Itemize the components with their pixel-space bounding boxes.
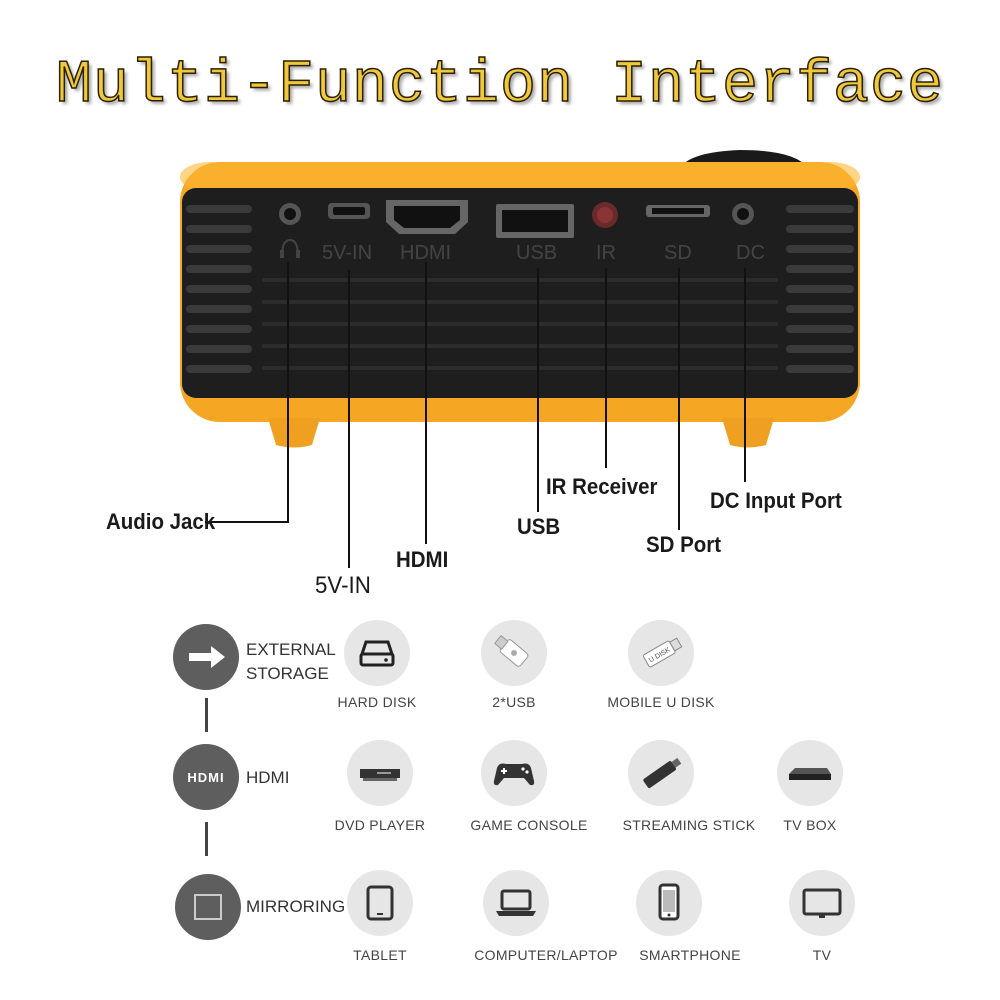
callout-hdmi: HDMI [396,547,449,572]
dvd-player-icon [347,740,413,806]
port-label-usb: USB [516,242,558,264]
u-disk-icon: U DISK [628,620,694,686]
item-label-mobile-u-disk: MOBILE U DISK [607,694,715,710]
item-label-streaming-stick: STREAMING STICK [622,817,756,833]
mirroring-icon [175,874,241,940]
category-label-line: EXTERNAL [246,640,336,659]
callout-line-audio-jack [287,262,289,522]
tv-box-icon [777,740,843,806]
port-label-5v-in: 5V-IN [322,242,373,264]
callout-ir-receiver: IR Receiver [546,474,658,499]
callout-line-5v-in [348,270,350,568]
external-storage-icon [173,624,239,690]
item-label-2-usb: 2*USB [492,694,536,710]
item-label-dvd-player: DVD PLAYER [334,817,426,833]
callout-line-usb [537,268,539,512]
category-label-mirroring: MIRRORING [246,897,346,916]
item-label-smartphone: SMARTPHONE [639,947,741,963]
callout-line-audio-jack-h [205,521,289,523]
item-label-tablet: TABLET [353,947,407,963]
port-label-dc: DC [736,242,765,264]
callout-line-hdmi [425,262,427,544]
projector-illustration [180,150,860,448]
callout-dc-input-port: DC Input Port [710,488,842,513]
port-label-hdmi: HDMI [400,242,452,264]
port-label-ir: IR [596,242,616,264]
connector-bar [205,698,208,732]
streaming-stick-icon [628,740,694,806]
tv-icon [789,870,855,936]
callout-line-ir [605,268,607,468]
hdmi-icon-text: HDMI [187,770,224,785]
category-label-external-storage: EXTERNAL STORAGE [246,638,336,686]
port-label-sd: SD [664,242,692,264]
smartphone-icon [636,870,702,936]
callout-audio-jack: Audio Jack [106,509,216,534]
usb-icon [481,620,547,686]
laptop-icon [483,870,549,936]
item-label-computer-laptop: COMPUTER/LAPTOP [474,947,618,963]
category-label-line: STORAGE [246,664,329,683]
callout-line-dc [744,268,746,482]
hard-disk-icon [344,620,410,686]
item-label-tv-box: TV BOX [783,817,837,833]
item-label-game-console: GAME CONSOLE [470,817,588,833]
page-title: Multi-Function Interface [55,51,945,121]
callout-line-sd [678,268,680,530]
callout-usb: USB [517,514,561,539]
item-label-tv: TV [812,947,832,963]
callout-sd-port: SD Port [646,532,722,557]
connector-bar [205,822,208,856]
category-label-hdmi: HDMI [246,768,290,787]
callout-5v-in: 5V-IN [315,572,371,599]
game-console-icon [481,740,547,806]
hdmi-icon: HDMI [173,744,239,810]
item-label-hard-disk: HARD DISK [337,694,417,710]
tablet-icon [347,870,413,936]
